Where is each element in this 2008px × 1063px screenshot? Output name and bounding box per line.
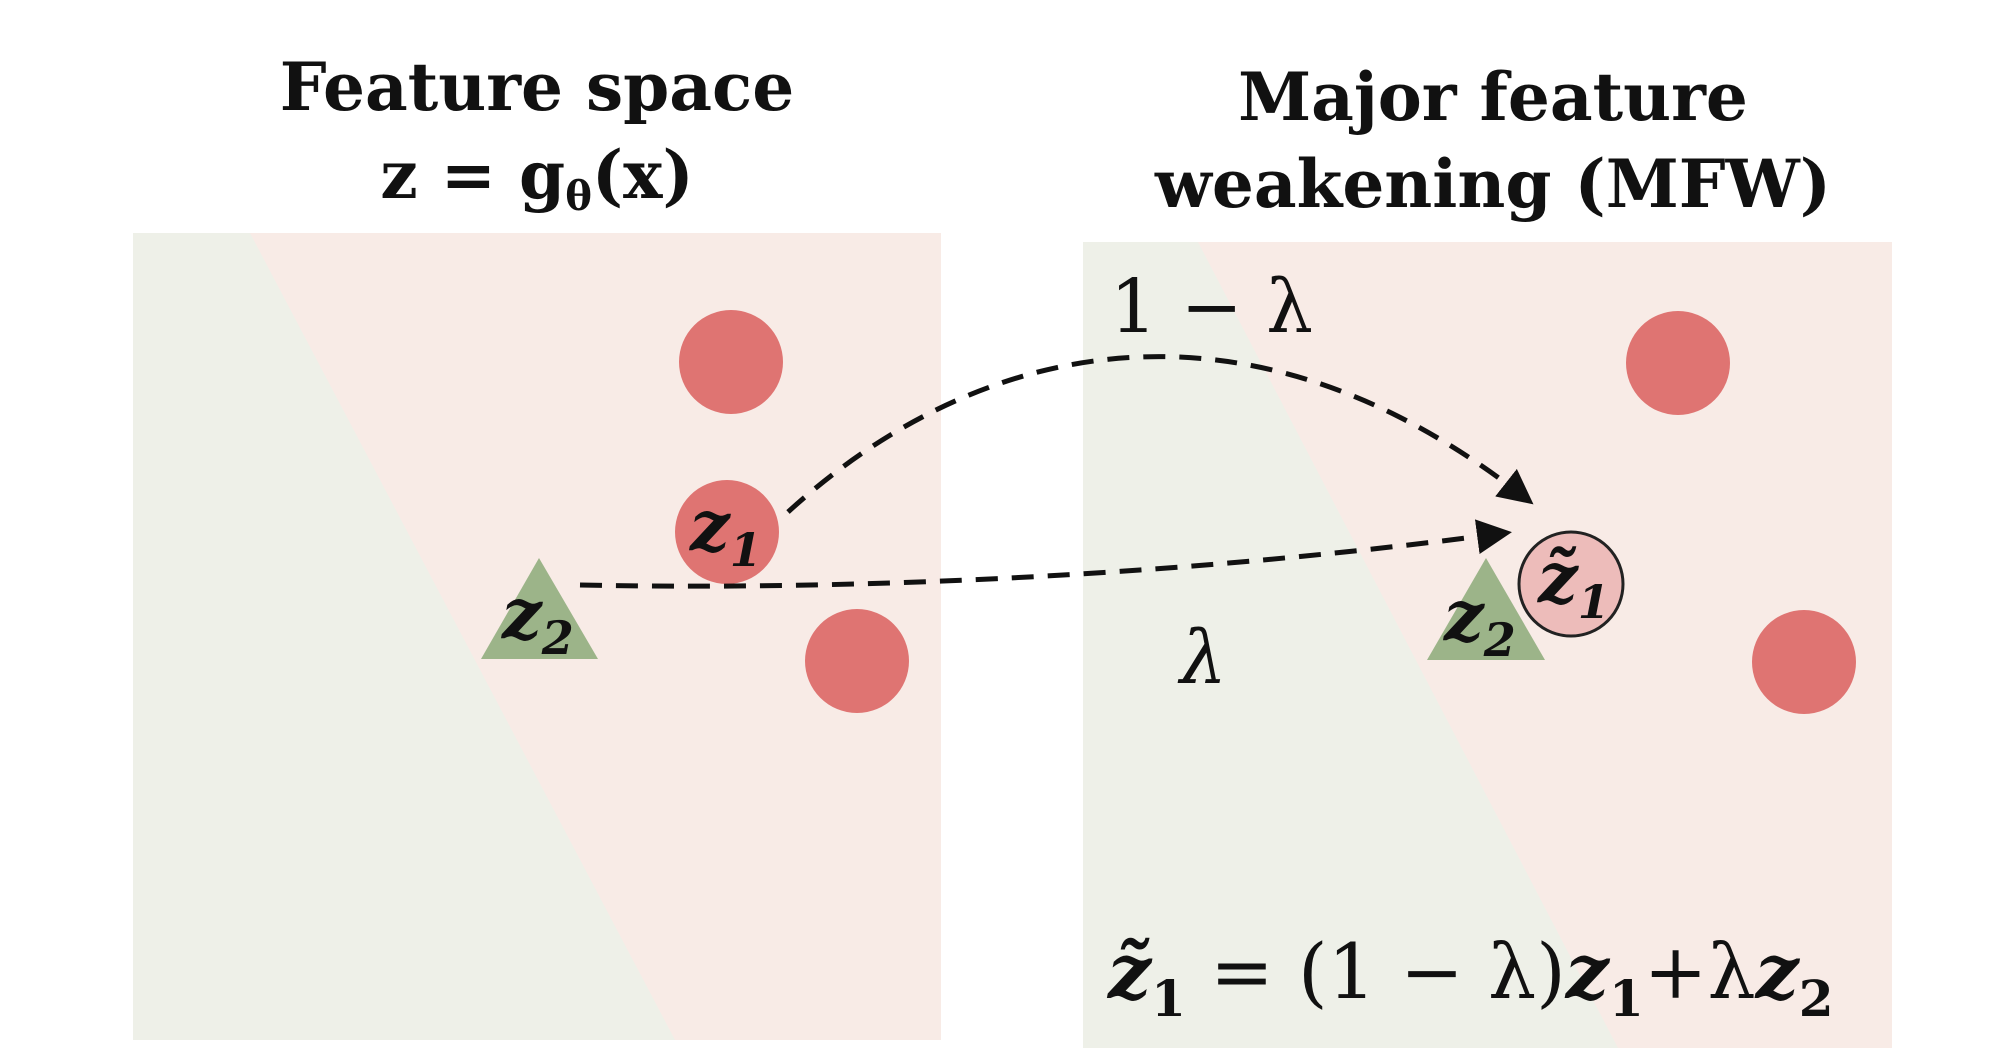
left-title-suffix: (x): [592, 136, 694, 214]
right-label-z1-tilde: z̃1: [1536, 536, 1610, 629]
right-green-region: [1083, 242, 1618, 1048]
left-red-point-top: [679, 310, 783, 414]
mixing-arrows: 1 − λ λ: [579, 264, 1534, 701]
left-title-sub: θ: [565, 173, 592, 220]
left-title-prefix: z = g: [380, 136, 565, 214]
left-feature-plane: [133, 233, 941, 1040]
arrow-z2-to-mixed: [579, 519, 1512, 589]
left-label-z2: z2: [500, 572, 574, 665]
right-green-triangle-z2: [1427, 558, 1545, 660]
arrow-label-lambda: λ: [1177, 615, 1227, 701]
right-title-line1: Major feature: [1238, 58, 1748, 136]
arrow-z1-to-mixed: [786, 354, 1534, 514]
right-red-point-top: [1626, 311, 1730, 415]
right-panel: Major feature weakening (MFW) z2 z̃1: [1083, 58, 1892, 1048]
left-label-z1: z1: [688, 484, 762, 577]
right-title-line2: weakening (MFW): [1154, 145, 1831, 223]
left-red-point-z1: [675, 480, 779, 584]
left-title-line2: z = gθ(x): [380, 136, 693, 220]
right-mixed-point-z1-tilde: [1517, 530, 1625, 638]
arrow-label-one-minus-lambda: 1 − λ: [1110, 264, 1313, 350]
right-label-z2: z2: [1442, 574, 1516, 667]
left-red-point-bottom: [805, 609, 909, 713]
right-red-point-bottom: [1752, 610, 1856, 714]
left-green-triangle-z2: [481, 558, 598, 659]
left-title-line1: Feature space: [280, 48, 794, 126]
left-panel: Feature space z = gθ(x) z1 z2: [133, 48, 941, 1040]
left-green-region: [133, 233, 675, 1040]
mixing-formula: z̃1 = (1 − λ)z1+λz2: [1106, 927, 1834, 1028]
